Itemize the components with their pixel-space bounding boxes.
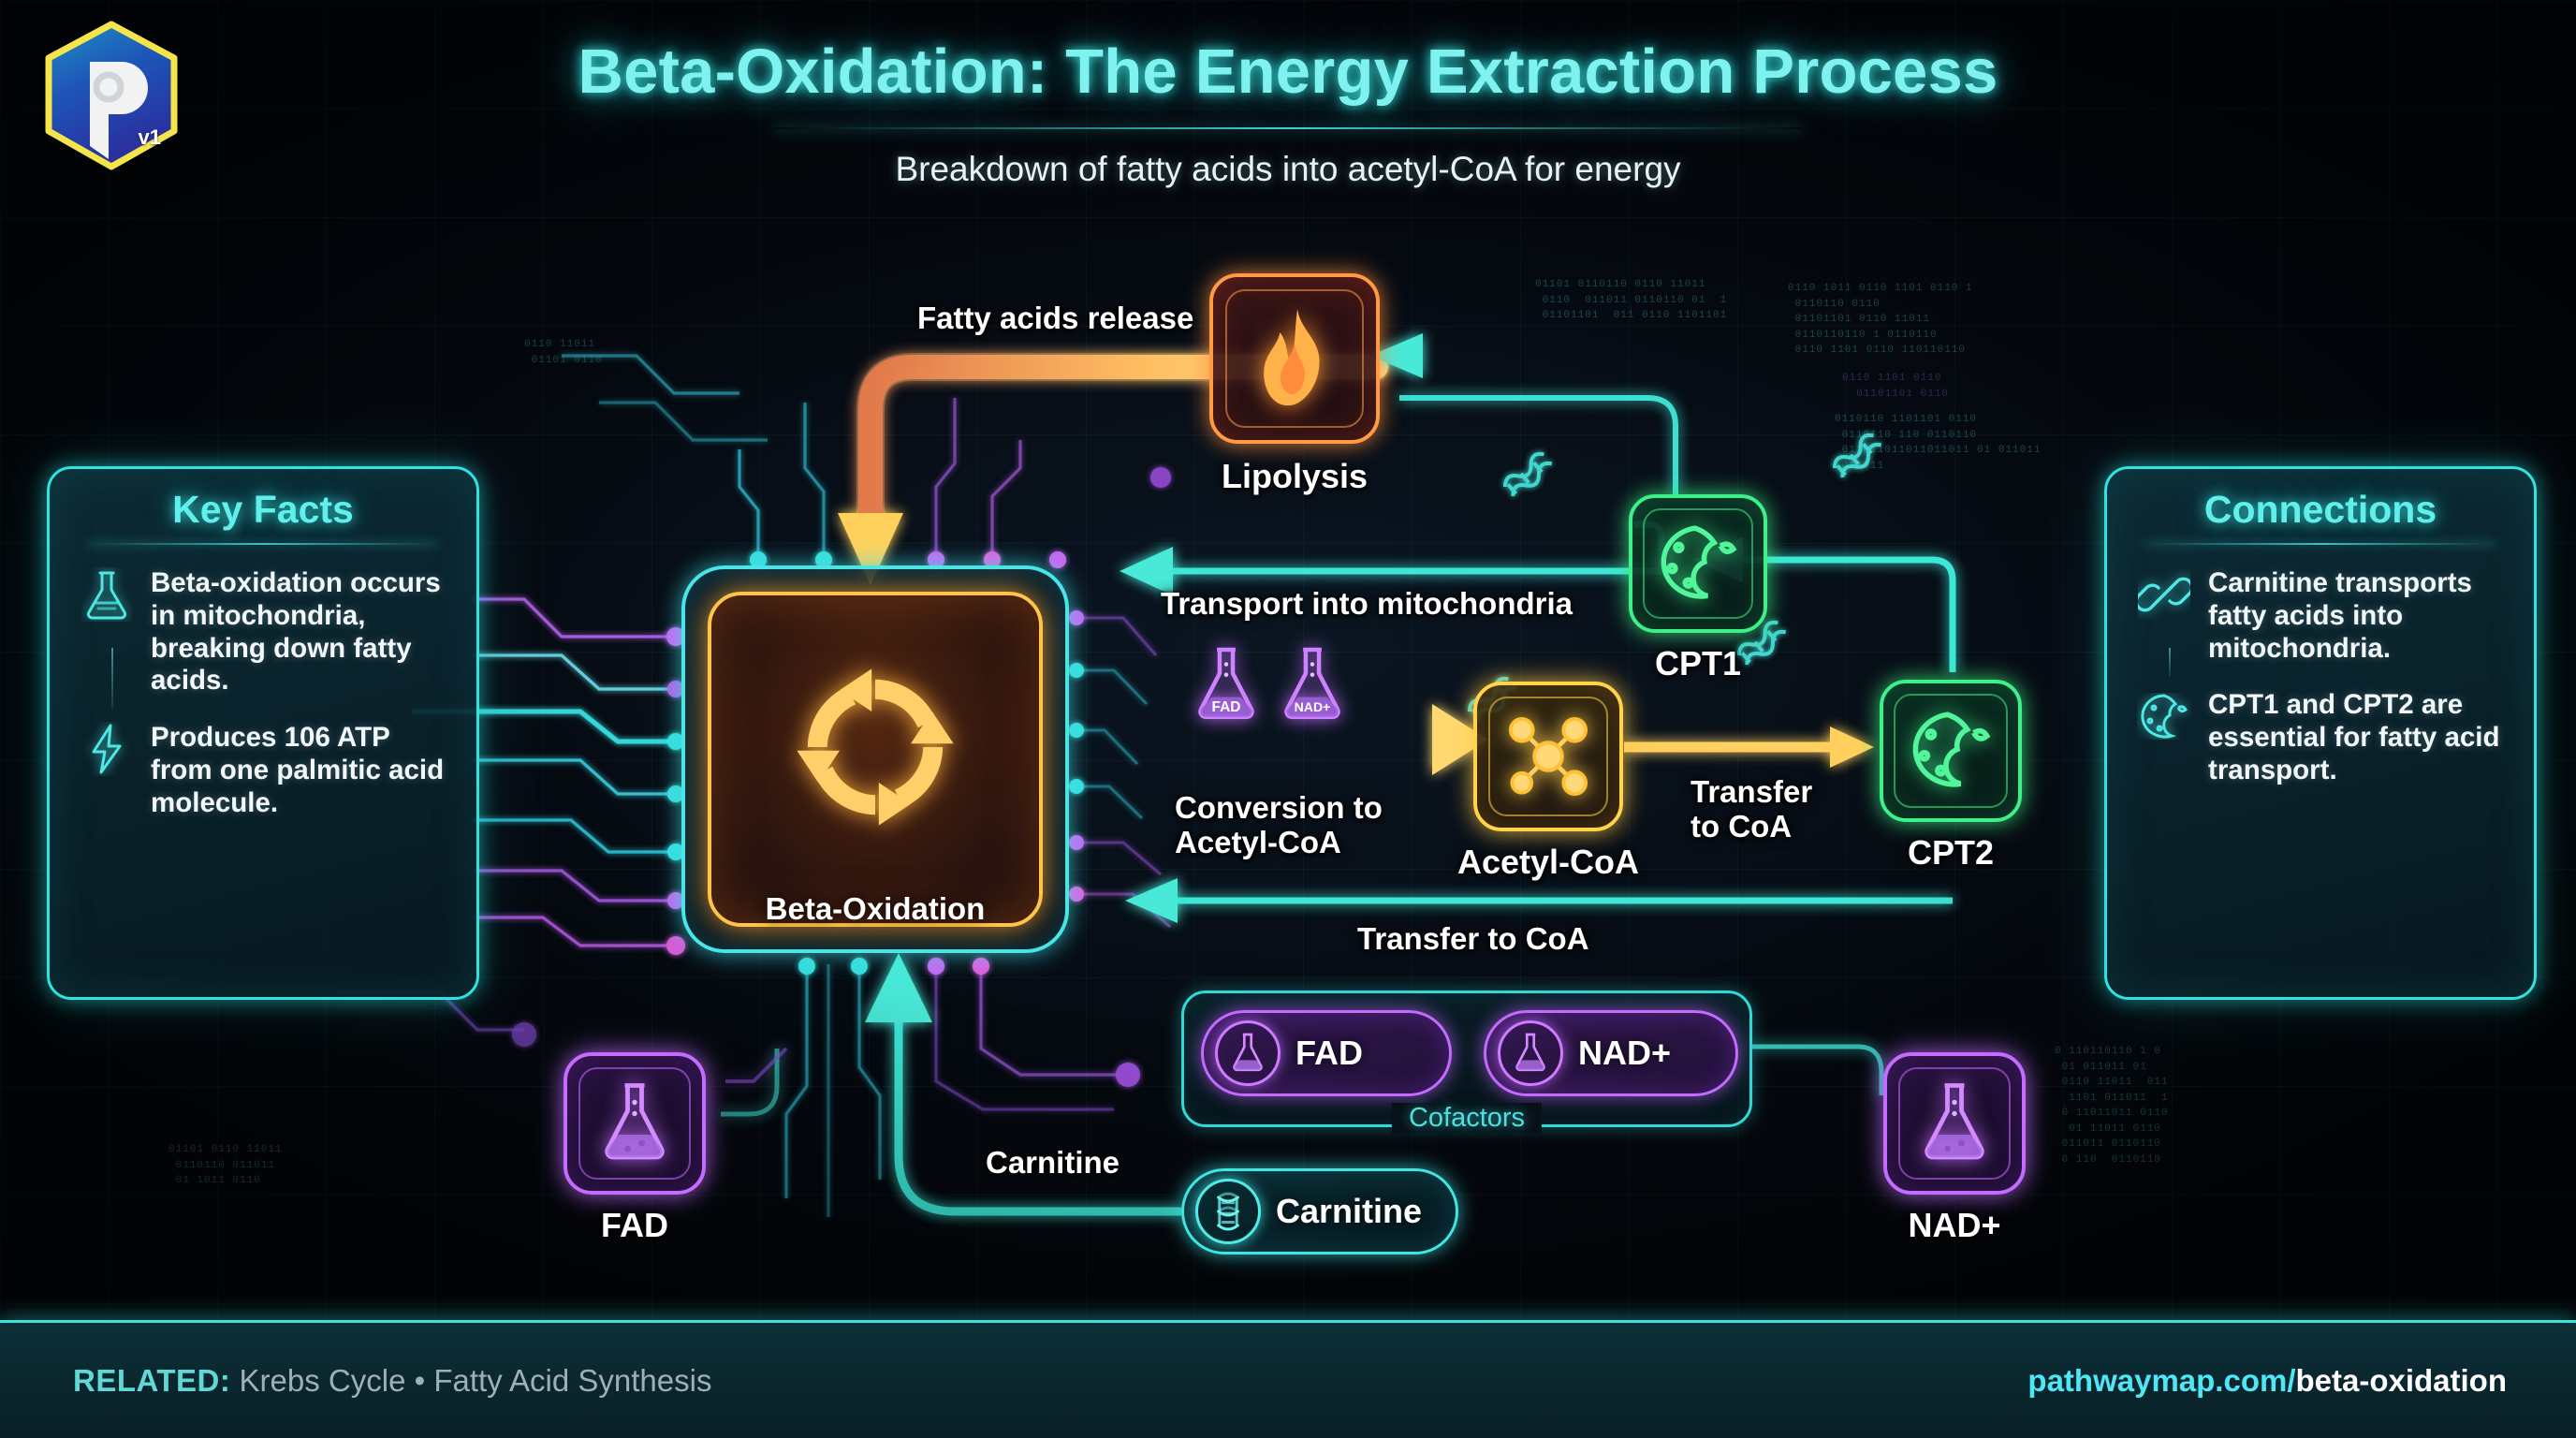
node-beta-oxidation[interactable]: Beta-Oxidation: [681, 565, 1069, 953]
node-label: Carnitine: [1276, 1192, 1423, 1230]
node-acetyl-coa[interactable]: Acetyl-CoA: [1457, 682, 1639, 881]
mitochondria-icon: [2137, 689, 2191, 743]
edge-label-fatty-acids-release: Fatty acids release: [917, 301, 1194, 335]
edge-label-transfer-to-coa-right: Transfer to CoA: [1690, 774, 1813, 844]
flame-icon: [1264, 309, 1320, 406]
node-label: Acetyl-CoA: [1456, 843, 1640, 881]
inline-cofactor-badges: FAD NAD+: [1191, 642, 1348, 733]
key-fact-text: Produces 106 ATP from one palmitic acid …: [151, 722, 445, 818]
footer-related: RELATED: Krebs Cycle • Fatty Acid Synthe…: [73, 1363, 711, 1399]
flask-icon: NAD+: [1284, 647, 1340, 720]
cofactors-group-title: Cofactors: [1391, 1103, 1543, 1134]
mitochondria-icon: [1661, 525, 1737, 599]
node-fad[interactable]: FAD: [564, 1052, 706, 1244]
node-box: [1629, 494, 1767, 633]
node-label: CPT1: [1654, 644, 1742, 682]
node-lipolysis[interactable]: Lipolysis: [1209, 273, 1380, 495]
footer-related-keyword: RELATED:: [73, 1362, 231, 1398]
key-fact-item: Beta-oxidation occurs in mitochondria, b…: [80, 567, 452, 697]
cofactor-label: NAD+: [1578, 1034, 1672, 1072]
connection-text: CPT1 and CPT2 are essential for fatty ac…: [2208, 689, 2500, 785]
connections-panel: Connections Carnitine transports fatty a…: [2104, 466, 2537, 1000]
panel-divider: [87, 543, 439, 545]
node-inner-frame: [1488, 697, 1608, 816]
node-label: CPT2: [1907, 833, 1995, 872]
page-subtitle: Breakdown of fatty acids into acetyl-CoA…: [895, 150, 1681, 188]
connection-text: Carnitine transports fatty acids into mi…: [2208, 567, 2472, 664]
node-box: [1883, 1052, 2026, 1195]
footer-url-slug: beta-oxidation: [2295, 1362, 2507, 1398]
node-inner-frame: [1894, 694, 2008, 808]
flask-icon: [1215, 1020, 1281, 1086]
key-facts-panel: Key Facts Beta-oxidation occurs in mitoc…: [47, 466, 479, 1000]
mitochondria-icon: [1912, 712, 1991, 787]
lightning-bolt-icon: [80, 722, 134, 776]
cofactor-label: FAD: [1295, 1034, 1363, 1072]
footer-bar: RELATED: Krebs Cycle • Fatty Acid Synthe…: [0, 1320, 2576, 1438]
node-label: Lipolysis: [1221, 457, 1368, 495]
key-facts-title: Key Facts: [172, 488, 354, 531]
node-inner-frame: [1898, 1067, 2011, 1180]
node-label: Beta-Oxidation: [765, 891, 986, 926]
cofactor-item-nad[interactable]: NAD+: [1484, 1010, 1738, 1096]
footer-url-domain: pathwaymap.com/: [2027, 1362, 2296, 1398]
node-label: NAD+: [1908, 1206, 2001, 1244]
molecule-icon: [1508, 716, 1588, 797]
key-fact-item: Produces 106 ATP from one palmitic acid …: [80, 722, 452, 819]
link-icon: [2137, 567, 2191, 622]
inline-badge-label: NAD+: [1295, 699, 1331, 714]
connection-item: Carnitine transports fatty acids into mi…: [2137, 567, 2510, 665]
flask-icon: [605, 1083, 665, 1160]
flask-icon: FAD: [1198, 647, 1254, 720]
title-divider: [773, 127, 1803, 129]
node-inner-frame: [708, 592, 1043, 927]
connections-title: Connections: [2203, 488, 2437, 531]
node-cpt2[interactable]: CPT2: [1880, 680, 2022, 872]
edge-label-transport-into-mitochondria: Transport into mitochondria: [1161, 586, 1573, 621]
node-nad-plus[interactable]: NAD+: [1883, 1052, 2026, 1244]
dna-helix-icon: [1195, 1179, 1261, 1244]
logo-version: v1: [138, 125, 161, 149]
key-fact-text: Beta-oxidation occurs in mitochondria, b…: [151, 567, 441, 697]
node-label: FAD: [601, 1206, 668, 1244]
inline-badge-nad: NAD+: [1277, 642, 1348, 733]
panel-spine: [111, 648, 113, 710]
node-cpt1[interactable]: CPT1: [1629, 494, 1767, 682]
panel-spine: [2169, 648, 2171, 677]
node-inner-frame: [578, 1067, 691, 1180]
node-carnitine[interactable]: Carnitine: [1181, 1168, 1459, 1255]
edge-label-carnitine: Carnitine: [986, 1145, 1120, 1180]
cycle-arrows-icon: [797, 668, 954, 826]
node-inner-frame: [1225, 289, 1364, 428]
node-inner-frame: [1643, 508, 1753, 619]
logo-hexagon: [45, 21, 178, 170]
node-box: [1880, 680, 2022, 822]
page-title: Beta-Oxidation: The Energy Extraction Pr…: [578, 37, 1998, 107]
inline-badge-label: FAD: [1212, 699, 1241, 715]
flask-icon: [1498, 1020, 1563, 1086]
node-box: [564, 1052, 706, 1195]
cofactors-group: FAD NAD+ Cofactors: [1181, 990, 1752, 1134]
edge-label-conversion-to-acetyl-coa: Conversion to Acetyl-CoA: [1175, 790, 1383, 859]
flask-icon: [1925, 1083, 1984, 1160]
edge-label-transfer-to-coa-bottom: Transfer to CoA: [1357, 921, 1589, 956]
cofactor-item-fad[interactable]: FAD: [1201, 1010, 1452, 1096]
flask-icon: [80, 567, 134, 622]
inline-badge-fad: FAD: [1191, 642, 1262, 733]
node-box: [1473, 682, 1623, 831]
footer-related-items: Krebs Cycle • Fatty Acid Synthesis: [239, 1362, 712, 1398]
app-logo[interactable]: v1: [22, 13, 200, 191]
node-box: [1209, 273, 1380, 444]
connection-item: CPT1 and CPT2 are essential for fatty ac…: [2137, 689, 2510, 786]
panel-divider: [2144, 543, 2496, 545]
footer-url[interactable]: pathwaymap.com/beta-oxidation: [2027, 1363, 2507, 1399]
